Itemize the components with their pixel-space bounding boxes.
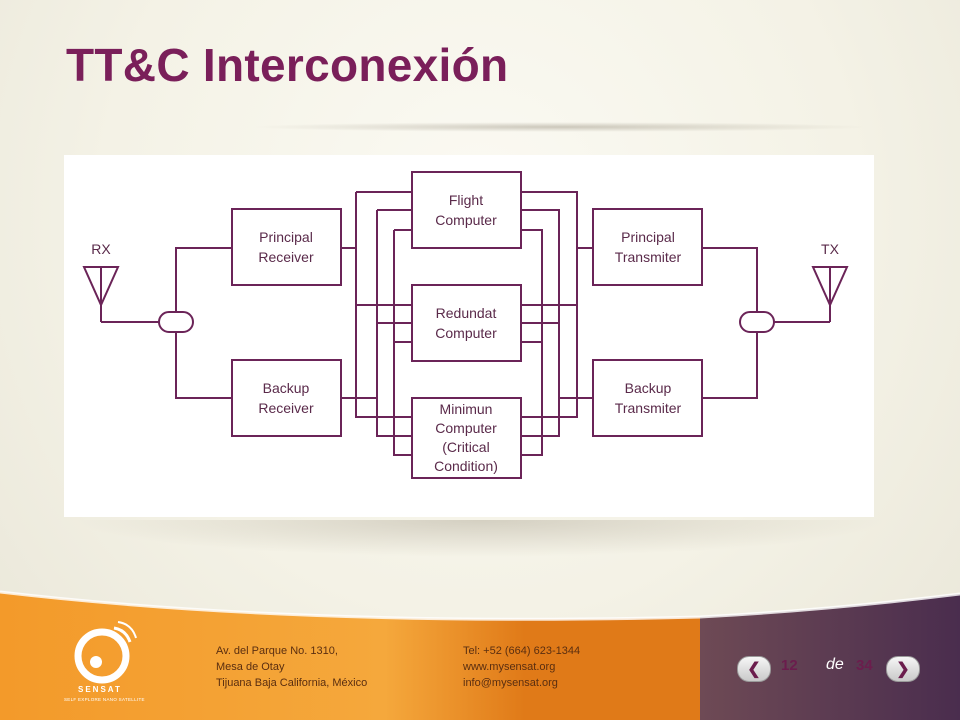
current-page-number: 12 <box>781 657 798 674</box>
backup-transmiter-label-1: Backup <box>625 380 672 396</box>
backup-receiver-label-2: Receiver <box>258 400 314 416</box>
minimum-computer-label-4: Condition) <box>434 458 498 474</box>
ttc-diagram: RX TX Principal Receiver Backup Receiver… <box>82 171 849 479</box>
right-bus-lines <box>521 191 593 456</box>
principal-transmiter-box <box>592 208 703 286</box>
logo-text: SENSAT <box>78 685 122 694</box>
page-title: TT&C Interconexión <box>66 39 509 91</box>
contact-website[interactable]: www.mysensat.org <box>463 661 556 673</box>
minimum-computer-label-2: Computer <box>435 420 497 436</box>
backup-transmiter-label-2: Transmiter <box>615 400 682 416</box>
prev-slide-button[interactable]: ❮ <box>737 656 771 682</box>
contact-phone: Tel: +52 (664) 623-1344 <box>463 645 581 657</box>
next-slide-button[interactable]: ❯ <box>886 656 920 682</box>
title-divider <box>250 122 870 132</box>
rx-antenna-icon <box>82 266 120 322</box>
rx-combiner <box>158 311 194 333</box>
principal-receiver-box <box>231 208 342 286</box>
footer <box>0 582 960 720</box>
address-line-3: Tijuana Baja California, México <box>216 677 368 689</box>
tx-combiner <box>739 311 775 333</box>
flight-computer-box <box>411 171 522 249</box>
tx-label: TX <box>821 241 840 257</box>
rx-label: RX <box>91 241 111 257</box>
principal-receiver-label-1: Principal <box>259 229 313 245</box>
contact-email[interactable]: info@mysensat.org <box>463 677 558 689</box>
minimum-computer-label-3: (Critical <box>442 439 489 455</box>
principal-transmiter-label-1: Principal <box>621 229 675 245</box>
redundant-computer-label-2: Computer <box>435 325 497 341</box>
total-pages: 34 <box>856 657 873 674</box>
page-separator: de <box>826 656 844 673</box>
tx-antenna-icon <box>811 266 849 322</box>
panel-shadow <box>40 520 920 560</box>
backup-receiver-label-1: Backup <box>263 380 310 396</box>
redundant-computer-label-1: Redundat <box>436 305 497 321</box>
logo-tagline: SELF EXPLORE NANO SATELLITE <box>64 697 145 702</box>
flight-computer-label-2: Computer <box>435 212 497 228</box>
sensat-logo-icon <box>74 621 137 684</box>
minimum-computer-label-1: Minimun <box>440 401 493 417</box>
tx-to-combiner <box>702 247 758 399</box>
chevron-left-icon: ❮ <box>747 661 761 678</box>
rx-to-receivers <box>175 247 232 399</box>
footer-background <box>0 590 960 720</box>
redundant-computer-box <box>411 284 522 362</box>
left-bus-lines <box>341 191 412 456</box>
flight-computer-label-1: Flight <box>449 192 483 208</box>
diagram-panel: RX TX Principal Receiver Backup Receiver… <box>64 155 874 517</box>
address-line-1: Av. del Parque No. 1310, <box>216 645 338 657</box>
principal-receiver-label-2: Receiver <box>258 249 314 265</box>
backup-transmiter-box <box>592 359 703 437</box>
backup-receiver-box <box>231 359 342 437</box>
minimum-computer-box <box>411 397 522 479</box>
principal-transmiter-label-2: Transmiter <box>615 249 682 265</box>
address-line-2: Mesa de Otay <box>216 661 285 673</box>
chevron-right-icon: ❯ <box>896 661 910 678</box>
